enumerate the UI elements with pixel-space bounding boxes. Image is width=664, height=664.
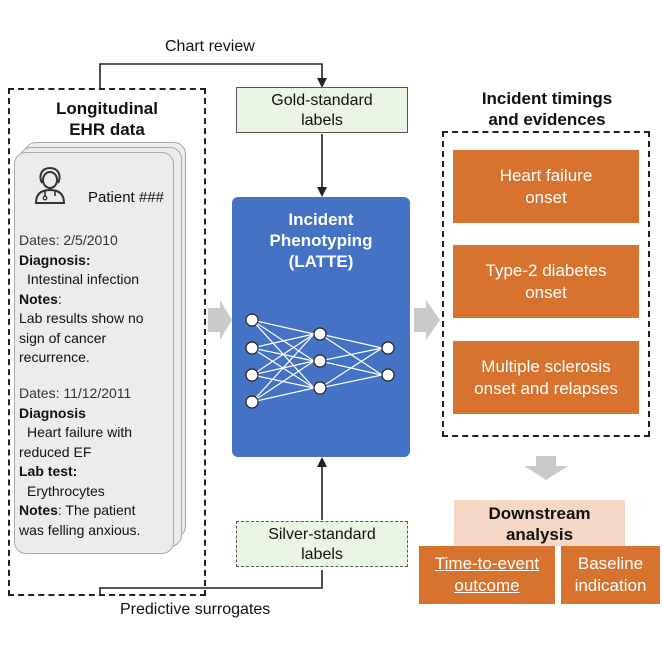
baseline-indication-box: Baseline indication bbox=[561, 546, 660, 604]
silver-standard-labels-box: Silver-standard labels bbox=[236, 521, 408, 567]
record1-date: Dates: 2/5/2010 bbox=[19, 232, 118, 248]
nn-edge-1-0-0 bbox=[319, 333, 383, 349]
record1-notes-colon: : bbox=[57, 290, 62, 307]
record-2: Dates: 11/12/2011 Diagnosis Heart failur… bbox=[19, 384, 173, 540]
type2-diabetes-box: Type-2 diabetes onset bbox=[453, 245, 639, 318]
nn-edge-0-3-2 bbox=[251, 387, 315, 403]
record2-diagnosis-line2: reduced EF bbox=[19, 443, 92, 460]
ehr-title-line1: Longitudinal bbox=[56, 99, 158, 118]
record1-notes-line1: Lab results show no bbox=[19, 310, 144, 326]
gold-label-line2: labels bbox=[301, 112, 343, 129]
nn-node-0-1 bbox=[245, 341, 259, 355]
timings-to-downstream-arrow bbox=[524, 456, 568, 480]
nn-node-2-1 bbox=[381, 368, 395, 382]
record1-notes-line3: recurrence. bbox=[19, 349, 90, 365]
nn-edge-0-3-0 bbox=[251, 333, 315, 403]
nn-node-1-2 bbox=[313, 381, 327, 395]
nn-edge-1-1-0 bbox=[319, 347, 383, 362]
record2-date: Dates: 11/12/2011 bbox=[19, 385, 132, 401]
patient-card: Patient ### Dates: 2/5/2010 Diagnosis: I… bbox=[14, 152, 174, 554]
downstream-title-line1: Downstream bbox=[488, 504, 591, 523]
model-to-timings-arrow bbox=[414, 300, 440, 340]
record2-notes-line1: : The patient bbox=[57, 502, 136, 518]
record2-notes-row: Notes: The patient bbox=[19, 501, 173, 521]
nn-edge-0-3-1 bbox=[251, 360, 315, 403]
record-1: Dates: 2/5/2010 Diagnosis: Intestinal in… bbox=[19, 231, 173, 368]
neural-network-graphic bbox=[245, 313, 395, 409]
record2-notes-head: Notes bbox=[19, 502, 58, 518]
heart-failure-line1: Heart failure bbox=[499, 166, 593, 185]
nn-node-1-1 bbox=[313, 354, 327, 368]
model-title-line2: Phenotyping bbox=[269, 231, 373, 250]
record1-notes-line2: sign of cancer bbox=[19, 329, 107, 346]
record1-diagnosis: Intestinal infection bbox=[27, 271, 140, 287]
time-to-event-line2: outcome bbox=[454, 576, 520, 595]
record2-notes-line2: was felling anxious. bbox=[19, 521, 141, 538]
downstream-analysis-header: Downstream analysis bbox=[454, 500, 625, 546]
multiple-sclerosis-line1: Multiple sclerosis bbox=[481, 357, 611, 376]
nn-edge-0-0-0 bbox=[251, 319, 315, 335]
patient-label: Patient ### bbox=[88, 189, 164, 206]
record2-lab-head: Lab test: bbox=[19, 463, 78, 479]
nn-edge-0-2-0 bbox=[251, 333, 315, 376]
ehr-title-line2: EHR data bbox=[69, 120, 145, 139]
timings-title-line2: and evidences bbox=[488, 110, 606, 129]
silver-label-line2: labels bbox=[301, 546, 343, 563]
predictive-surrogates-connector bbox=[99, 570, 323, 596]
timings-title-line1: Incident timings bbox=[481, 89, 613, 108]
record2-lab-value: Erythrocytes bbox=[27, 482, 105, 499]
latte-model-box: Incident Phenotyping (LATTE) bbox=[232, 197, 410, 457]
multiple-sclerosis-line2: onset and relapses bbox=[474, 379, 618, 398]
chart-review-label: Chart review bbox=[165, 38, 255, 55]
type2-diabetes-line2: onset bbox=[525, 283, 567, 302]
patient-icon bbox=[34, 166, 66, 204]
downstream-title-line2: analysis bbox=[505, 525, 574, 544]
baseline-line2: indication bbox=[574, 576, 647, 595]
gold-label-line1: Gold-standard bbox=[271, 92, 373, 109]
timings-title: Incident timings and evidences bbox=[440, 88, 654, 130]
nn-node-2-0 bbox=[381, 341, 395, 355]
baseline-line1: Baseline bbox=[577, 554, 644, 573]
record2-diagnosis-head: Diagnosis bbox=[19, 404, 86, 421]
nn-edge-1-2-0 bbox=[319, 347, 383, 389]
nn-node-1-0 bbox=[313, 327, 327, 341]
chart-review-connector bbox=[99, 63, 327, 88]
model-title: Incident Phenotyping (LATTE) bbox=[232, 209, 410, 272]
model-title-line3: (LATTE) bbox=[288, 252, 354, 271]
multiple-sclerosis-box: Multiple sclerosis onset and relapses bbox=[453, 341, 639, 414]
silver-label-line1: Silver-standard bbox=[268, 526, 376, 543]
time-to-event-line1: Time-to-event bbox=[434, 554, 540, 573]
nn-edge-0-1-0 bbox=[251, 333, 315, 349]
record2-diagnosis-line1: Heart failure with bbox=[27, 424, 133, 440]
heart-failure-line2: onset bbox=[525, 188, 567, 207]
nn-edge-1-2-1 bbox=[319, 374, 383, 389]
type2-diabetes-line1: Type-2 diabetes bbox=[485, 261, 607, 280]
record1-diagnosis-head: Diagnosis: bbox=[19, 251, 91, 268]
heart-failure-box: Heart failure onset bbox=[453, 150, 639, 223]
nn-node-0-3 bbox=[245, 395, 259, 409]
ehr-panel bbox=[8, 88, 206, 596]
time-to-event-box: Time-to-event outcome bbox=[419, 546, 555, 604]
record1-notes-head: Notes bbox=[19, 290, 58, 307]
record1-notes-head-row: Notes: bbox=[19, 290, 173, 310]
model-title-line1: Incident bbox=[288, 210, 354, 229]
gold-standard-labels-box: Gold-standard labels bbox=[236, 87, 408, 133]
predictive-surrogates-label: Predictive surrogates bbox=[120, 601, 271, 618]
nn-node-0-2 bbox=[245, 368, 259, 382]
nn-node-0-0 bbox=[245, 313, 259, 327]
timings-panel bbox=[442, 131, 650, 437]
ehr-title: Longitudinal EHR data bbox=[10, 98, 204, 140]
ehr-to-model-arrow bbox=[208, 300, 232, 340]
